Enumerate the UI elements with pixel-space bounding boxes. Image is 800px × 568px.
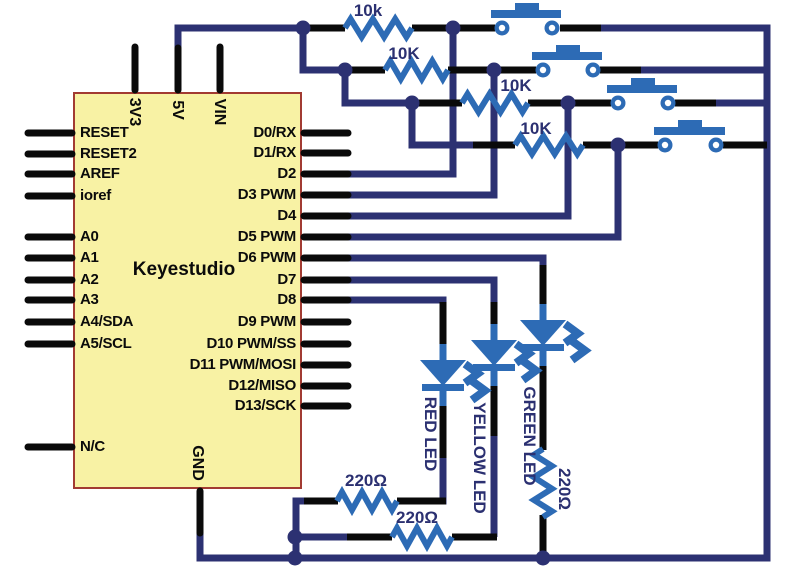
yellow-led-leads [347, 302, 498, 541]
resistor-label-10k-4: 10K [520, 119, 552, 138]
pin-label-d3: D3 PWM [237, 186, 297, 203]
pin-label-3v3: 3V3 [126, 97, 143, 127]
junction-dot-icon [337, 62, 353, 78]
resistor-220-green-icon [528, 446, 558, 520]
resistor-10k-2-icon [382, 55, 451, 85]
resistor-label-220-yellow: 220Ω [396, 508, 438, 527]
resistor-label-10k-1: 10k [353, 1, 383, 20]
push-button-3-icon [607, 78, 677, 111]
wire-d8 [348, 296, 447, 305]
push-button-1-icon [491, 3, 561, 36]
pin-label-a2: A2 [80, 271, 99, 288]
yellow-led-icon [471, 324, 543, 386]
pin-stubs [24, 43, 352, 537]
pin-label-d9: D9 PWM [237, 313, 297, 330]
wire-d5 [348, 145, 622, 241]
push-button-2-icon [532, 45, 602, 78]
push-button-4-icon [654, 120, 725, 153]
junction-dot-icon [287, 529, 303, 545]
pin-label-a4-sda: A4/SDA [80, 313, 134, 330]
pin-label-ioref: ioref [80, 187, 112, 204]
top-pin-stubs [131, 43, 224, 94]
junction-dot-icon [610, 137, 626, 153]
junction-dots [287, 20, 626, 566]
resistor-220-red-icon [334, 485, 400, 517]
resistor-220-yellow-icon [389, 521, 455, 553]
red-led-icon [420, 344, 492, 406]
wire-d7 [348, 276, 498, 302]
junction-dot-icon [295, 20, 311, 36]
junction-dot-icon [535, 550, 551, 566]
wire-5v-riser [174, 24, 303, 50]
wire-d3 [348, 70, 498, 199]
pin-label-d2: D2 [277, 165, 296, 182]
push-buttons [491, 3, 725, 153]
pin-label-d5: D5 PWM [237, 228, 297, 245]
pin-label-a5-scl: A5/SCL [80, 335, 132, 352]
junction-dot-icon [445, 20, 461, 36]
wire-gnd-rail [196, 24, 771, 562]
pin-label-d4: D4 [277, 207, 296, 224]
resistor-10k-3-icon [459, 88, 531, 118]
resistor-label-220-green: 220Ω [555, 468, 574, 510]
pin-label-a1: A1 [80, 249, 99, 266]
wire-d2 [348, 28, 457, 178]
resistor-icons [334, 13, 586, 553]
green-led-label: GREEN LED [520, 386, 539, 486]
yellow-led-label: YELLOW LED [470, 402, 489, 514]
junction-dot-icon [486, 62, 502, 78]
pin-label-d12: D12/MISO [228, 377, 296, 394]
junction-dot-icon [287, 550, 303, 566]
pin-label-d0: D0/RX [253, 124, 296, 141]
pin-label-reset: RESET [80, 124, 129, 141]
red-led-leads [304, 302, 447, 505]
pin-label-a0: A0 [80, 228, 99, 245]
junction-dot-icon [560, 95, 576, 111]
pin-label-d8: D8 [277, 291, 296, 308]
pin-label-d6: D6 PWM [237, 249, 297, 266]
resistor-10k-4-icon [512, 130, 586, 160]
resistor-label-10k-2: 10K [388, 44, 420, 63]
pin-label-aref: AREF [80, 165, 120, 182]
pin-label-d10: D10 PWM/SS [206, 335, 296, 352]
component-leads [303, 24, 767, 558]
wire-d6 [348, 254, 547, 268]
led-icons [420, 304, 592, 406]
right-pin-stubs [300, 129, 352, 410]
green-led-icon [520, 304, 592, 366]
resistor-10k-1-icon [342, 13, 415, 43]
pin-label-d7: D7 [277, 271, 296, 288]
pin-label-d11: D11 PWM/MOSI [189, 356, 297, 373]
pin-label-a3: A3 [80, 291, 99, 308]
pin-label-nc: N/C [80, 438, 105, 455]
board-title: Keyestudio [132, 259, 236, 280]
pin-label-gnd: GND [189, 445, 206, 481]
pin-label-5v: 5V [169, 100, 186, 120]
pin-label-vin: VIN [211, 98, 228, 126]
pin-label-d1: D1/RX [253, 144, 296, 161]
pin-label-d13: D13/SCK [234, 397, 297, 414]
resistor-label-10k-3: 10K [500, 76, 532, 95]
keyestudio-board [73, 92, 302, 489]
wire-resistor-return [292, 497, 347, 558]
resistor-label-220-red: 220Ω [345, 471, 387, 490]
left-pin-stubs [24, 129, 76, 451]
red-led-label: RED LED [421, 396, 440, 472]
pin-label-reset2: RESET2 [80, 145, 137, 162]
junction-dot-icon [404, 95, 420, 111]
